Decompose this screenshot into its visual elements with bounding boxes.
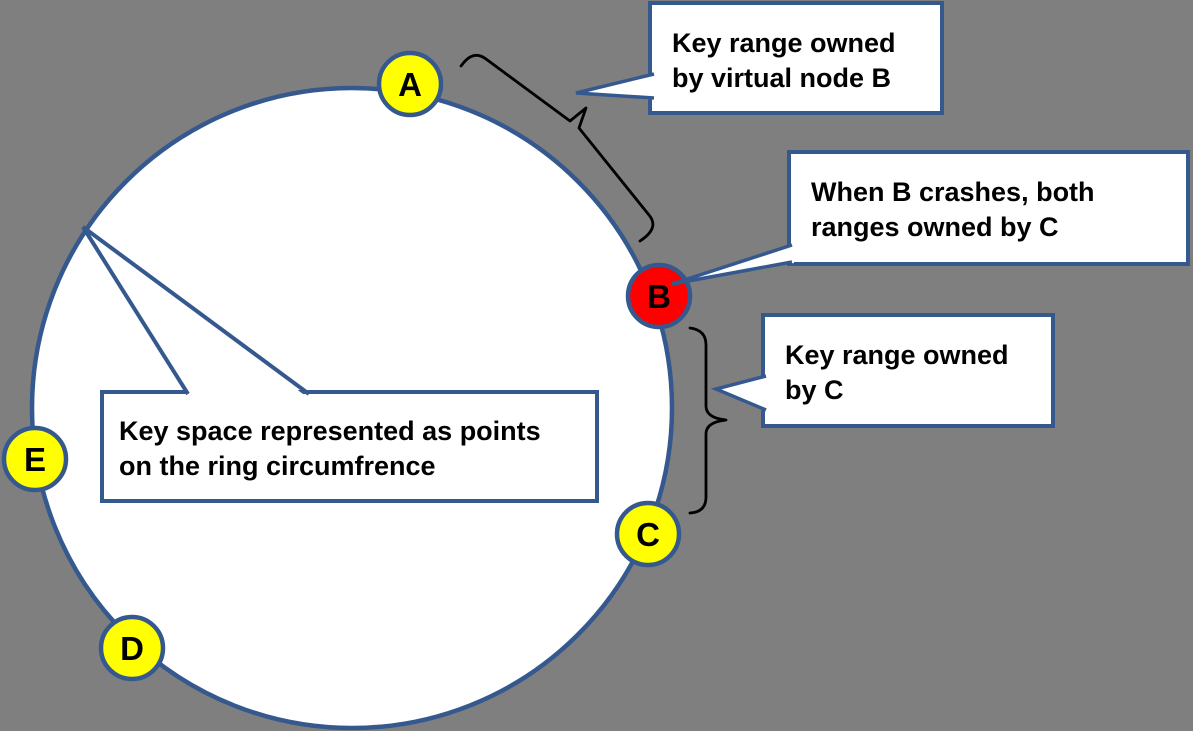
node-e: E — [1, 425, 69, 493]
range-b-bracket — [459, 53, 655, 243]
callout-key-space-text-line1: Key space represented as points — [119, 416, 541, 446]
range-c-bracket — [688, 326, 728, 515]
node-b: B — [625, 262, 693, 330]
callout-range-c-text-line2: by C — [785, 375, 844, 405]
node-e-circle — [1, 425, 69, 493]
node-e-label: E — [24, 441, 46, 478]
callout-range-b-text-line1: Key range owned — [672, 28, 896, 58]
node-c-circle — [614, 500, 682, 568]
callout-range-b: Key range owned by virtual node B — [575, 1, 944, 115]
callout-range-b-tail-lines — [575, 72, 655, 100]
callout-range-c-tail-fill — [716, 375, 768, 411]
callout-range-b-box — [648, 1, 944, 115]
callout-key-space: Key space represented as points on the r… — [81, 225, 599, 503]
callout-key-space-tail-lines — [81, 225, 311, 396]
node-c: C — [614, 500, 682, 568]
node-a-circle — [376, 50, 444, 118]
node-a-label: A — [398, 66, 422, 103]
callout-range-c-box — [761, 313, 1055, 428]
callout-range-c-text-line1: Key range owned — [785, 340, 1009, 370]
callout-range-c-tail-lines — [710, 374, 767, 412]
callout-b-crash-text-line2: ranges owned by C — [811, 212, 1059, 242]
callout-range-c: Key range owned by C — [710, 313, 1055, 428]
callout-key-space-text-line2: on the ring circumfrence — [119, 451, 436, 481]
node-d: D — [98, 614, 166, 682]
node-d-label: D — [120, 630, 144, 667]
callout-key-space-box — [100, 390, 599, 503]
node-b-label: B — [647, 278, 671, 315]
callout-b-crash-tail-lines — [671, 243, 793, 286]
node-b-circle — [625, 262, 693, 330]
node-a: A — [376, 50, 444, 118]
node-d-circle — [98, 614, 166, 682]
callout-b-crash-box — [787, 150, 1190, 266]
callout-b-crash-text-line1: When B crashes, both — [811, 177, 1095, 207]
callout-b-crash: When B crashes, both ranges owned by C — [671, 150, 1190, 286]
callout-key-space-tail-fill — [83, 229, 307, 397]
callout-range-b-text-line2: by virtual node B — [672, 63, 891, 93]
node-c-label: C — [636, 516, 660, 553]
